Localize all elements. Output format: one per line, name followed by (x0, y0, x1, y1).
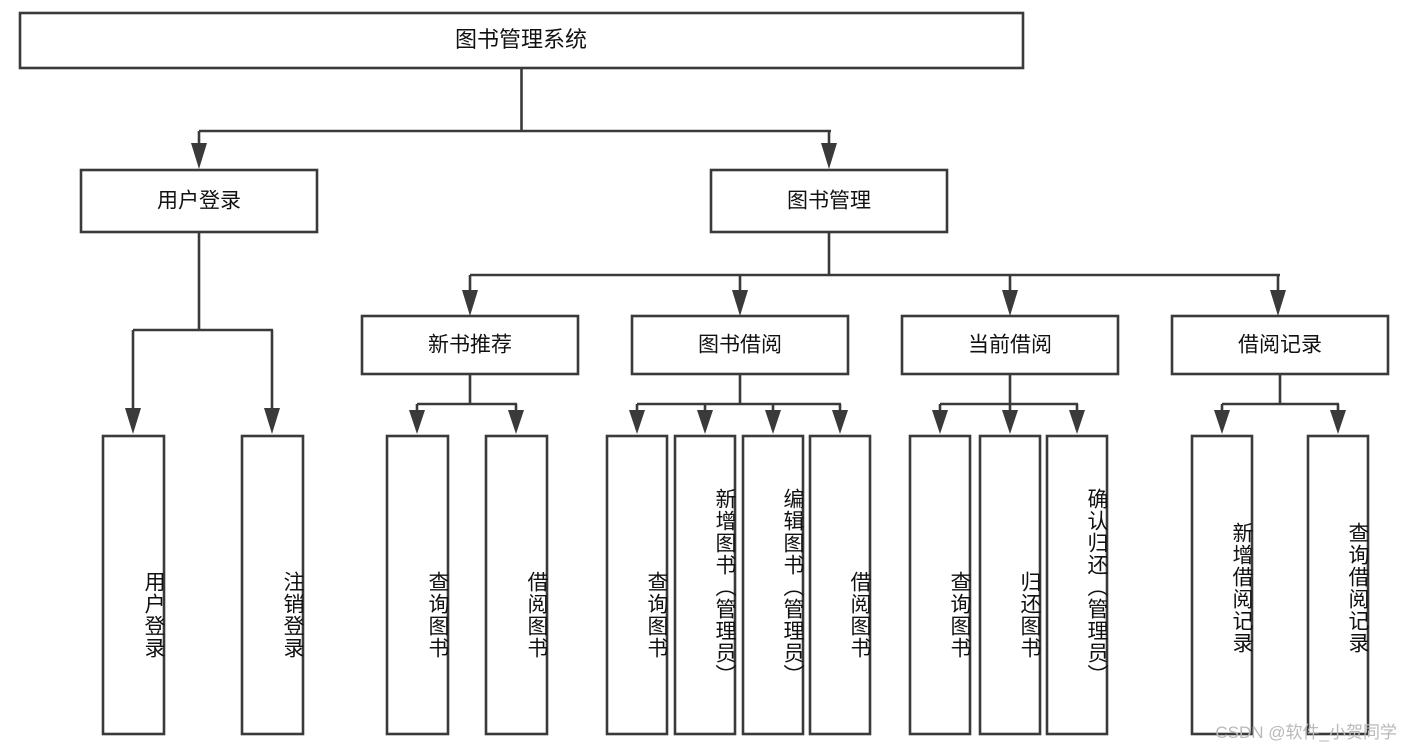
connector-current-borrow-to-leaves (932, 374, 1085, 434)
node-current-borrow-label: 当前借阅 (968, 334, 1052, 357)
arrow-head-icon (732, 290, 748, 316)
connector-user-login-to-leaves (125, 232, 280, 434)
node-user-login-label: 用户登录 (157, 190, 241, 213)
leaf-box-return-book[interactable] (978, 434, 1042, 736)
csdn-watermark: CSDN @软件_小贺同学 (1215, 723, 1397, 742)
connector-book-manage-to-level3 (462, 232, 1286, 316)
arrow-head-icon (697, 410, 713, 434)
connector-new-book-rec-to-leaves (409, 374, 524, 434)
connector-root-to-level2 (191, 68, 837, 169)
arrow-head-icon (409, 410, 425, 434)
leaf-box-user-login[interactable] (101, 434, 166, 736)
node-user-login-box[interactable] (79, 168, 319, 234)
node-root[interactable]: 图书管理系统 (18, 11, 1025, 70)
arrow-head-icon (462, 290, 478, 316)
node-root-label: 图书管理系统 (455, 27, 587, 52)
node-book-borrow-label: 图书借阅 (698, 334, 782, 357)
leaf-box-query-record[interactable] (1306, 434, 1370, 736)
arrow-head-icon (508, 410, 524, 434)
node-book-manage-label: 图书管理 (787, 190, 871, 213)
leaf-box-borrow-book-1[interactable] (484, 434, 549, 736)
arrow-head-icon (629, 410, 645, 434)
node-user-login[interactable]: 用户登录 (79, 168, 319, 234)
node-new-book-rec[interactable]: 新书推荐 (360, 314, 580, 376)
connector-book-borrow-to-leaves (629, 374, 848, 434)
node-root-box[interactable] (18, 11, 1025, 70)
leaf-box-borrow-book-2[interactable] (808, 434, 872, 736)
node-borrow-record[interactable]: 借阅记录 (1170, 314, 1390, 376)
node-new-book-rec-box[interactable] (360, 314, 580, 376)
node-book-borrow[interactable]: 图书借阅 (630, 314, 850, 376)
arrow-head-icon (1069, 410, 1085, 434)
arrow-head-icon (1214, 410, 1230, 434)
arrow-head-icon (932, 410, 948, 434)
connector-borrow-record-to-leaves (1214, 374, 1346, 434)
leaf-box-logout-login[interactable] (240, 434, 305, 736)
arrow-head-icon (821, 143, 837, 169)
arrow-head-icon (191, 143, 207, 169)
arrow-head-icon (1002, 410, 1018, 434)
node-new-book-rec-label: 新书推荐 (428, 334, 512, 357)
arrow-head-icon (1270, 290, 1286, 316)
arrow-head-icon (1002, 290, 1018, 316)
leaf-box-query-book-2[interactable] (605, 434, 669, 736)
leaf-box-query-book-1[interactable] (385, 434, 450, 736)
arrow-head-icon (765, 410, 781, 434)
node-current-borrow-box[interactable] (900, 314, 1120, 376)
leaf-box-edit-book[interactable] (741, 434, 805, 736)
leaf-box-add-book[interactable] (673, 434, 737, 736)
arrow-head-icon (125, 408, 141, 434)
node-book-manage[interactable]: 图书管理 (709, 168, 949, 234)
node-borrow-record-label: 借阅记录 (1238, 334, 1322, 357)
leaf-box-query-book-3[interactable] (908, 434, 972, 736)
arrow-head-icon (832, 410, 848, 434)
arrow-head-icon (264, 408, 280, 434)
leaf-box-confirm-return[interactable] (1045, 434, 1109, 736)
leaf-box-add-record[interactable] (1190, 434, 1254, 736)
node-current-borrow[interactable]: 当前借阅 (900, 314, 1120, 376)
arrow-head-icon (1330, 410, 1346, 434)
